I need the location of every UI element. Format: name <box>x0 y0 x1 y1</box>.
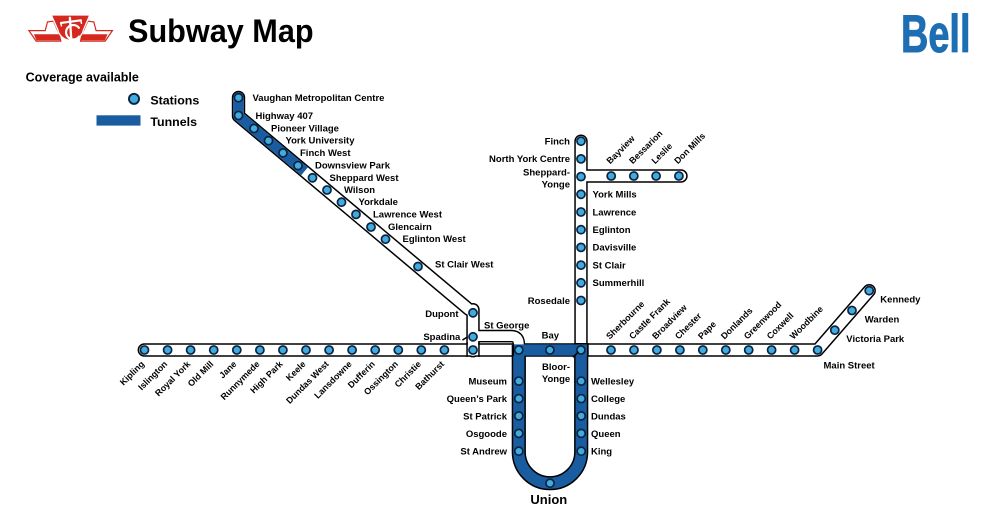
svg-text:Kennedy: Kennedy <box>880 294 921 305</box>
svg-text:Queen: Queen <box>591 429 621 440</box>
svg-text:York University: York University <box>286 136 356 147</box>
svg-text:Stations: Stations <box>150 93 199 107</box>
svg-text:Glencairn: Glencairn <box>388 222 432 233</box>
svg-text:Lawrence West: Lawrence West <box>373 209 443 220</box>
svg-text:Davisville: Davisville <box>593 243 637 254</box>
svg-text:Wellesley: Wellesley <box>591 377 635 388</box>
svg-text:King: King <box>591 447 612 458</box>
svg-text:Subway Map: Subway Map <box>128 13 314 49</box>
svg-text:Bell: Bell <box>901 5 971 64</box>
svg-text:Yorkdale: Yorkdale <box>359 197 398 208</box>
svg-text:Finch: Finch <box>545 137 571 148</box>
svg-text:Pape: Pape <box>696 319 718 341</box>
svg-text:Rosedale: Rosedale <box>528 296 570 307</box>
svg-text:Yonge: Yonge <box>542 179 570 190</box>
svg-text:Queen’s Park: Queen’s Park <box>447 394 508 405</box>
svg-text:Main Street: Main Street <box>824 360 876 371</box>
svg-text:Sheppard West: Sheppard West <box>330 173 400 184</box>
svg-text:Warden: Warden <box>865 315 900 326</box>
svg-text:Highway 407: Highway 407 <box>256 111 314 122</box>
svg-text:Victoria Park: Victoria Park <box>846 334 905 345</box>
svg-text:Coverage available: Coverage available <box>26 71 139 85</box>
svg-text:Pioneer Village: Pioneer Village <box>271 124 339 135</box>
svg-text:Union: Union <box>530 492 567 507</box>
svg-text:Tunnels: Tunnels <box>150 115 197 129</box>
svg-text:Yonge: Yonge <box>542 374 570 385</box>
svg-text:Don Mills: Don Mills <box>672 131 707 166</box>
svg-text:Finch West: Finch West <box>300 148 351 159</box>
svg-text:Wilson: Wilson <box>344 185 375 196</box>
svg-text:Summerhill: Summerhill <box>593 278 645 289</box>
svg-text:Bloor-: Bloor- <box>542 362 570 373</box>
svg-text:St Patrick: St Patrick <box>463 411 508 422</box>
svg-text:Eglinton West: Eglinton West <box>403 234 467 245</box>
svg-text:Downsview Park: Downsview Park <box>315 161 391 172</box>
svg-text:Bay: Bay <box>542 331 560 342</box>
svg-text:Dundas: Dundas <box>591 411 626 422</box>
svg-text:Old Mill: Old Mill <box>186 359 216 389</box>
svg-text:North York Centre: North York Centre <box>489 154 570 165</box>
svg-text:Woodbine: Woodbine <box>788 304 825 341</box>
svg-text:Osgoode: Osgoode <box>466 429 507 440</box>
svg-text:Museum: Museum <box>468 377 507 388</box>
svg-text:St George: St George <box>484 320 529 331</box>
svg-text:St Andrew: St Andrew <box>460 447 507 458</box>
svg-text:College: College <box>591 394 625 405</box>
svg-text:Dupont: Dupont <box>425 309 459 320</box>
svg-text:York Mills: York Mills <box>593 190 637 201</box>
svg-text:Spadina: Spadina <box>423 332 461 343</box>
svg-text:Sheppard-: Sheppard- <box>523 167 570 178</box>
svg-text:Eglinton: Eglinton <box>593 225 631 236</box>
svg-text:St Clair: St Clair <box>593 260 627 271</box>
svg-text:St Clair West: St Clair West <box>435 260 494 271</box>
svg-text:Lawrence: Lawrence <box>593 207 637 218</box>
svg-text:Vaughan Metropolitan Centre: Vaughan Metropolitan Centre <box>253 93 385 104</box>
